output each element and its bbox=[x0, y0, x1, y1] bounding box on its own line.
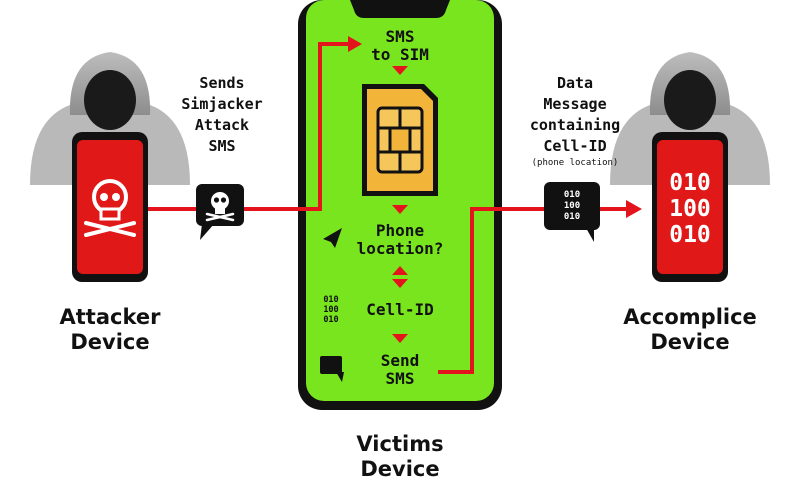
phone-notch bbox=[350, 0, 450, 18]
attacker-device-caption: Attacker Device bbox=[20, 305, 200, 355]
victim-device-caption: Victims Device bbox=[310, 432, 490, 482]
accomplice-caption-line1: Accomplice bbox=[623, 305, 757, 329]
cell-binary-row: 010 bbox=[323, 295, 339, 305]
cell-binary-row: 010 bbox=[323, 315, 339, 325]
step-arrow-down-3 bbox=[392, 279, 408, 288]
binary-message-bubble bbox=[544, 182, 600, 242]
step-arrow-down-1 bbox=[392, 66, 408, 75]
step-arrow-down-2 bbox=[392, 205, 408, 214]
cell-id-label: Cell-ID bbox=[366, 300, 434, 319]
bubble-binary-row: 010 bbox=[563, 190, 581, 200]
send-sms-line: SMS bbox=[385, 369, 415, 388]
attacker-device-screen bbox=[77, 140, 143, 274]
phone-location-line: location? bbox=[356, 239, 444, 258]
left-message-line: Simjacker bbox=[181, 95, 263, 113]
left-message-line: Attack bbox=[194, 116, 250, 134]
bubble-binary: 010 100 010 bbox=[544, 190, 600, 223]
attacker-caption-line2: Device bbox=[70, 330, 150, 354]
cell-id-binary: 010 100 010 bbox=[316, 295, 346, 325]
skull-message-bubble bbox=[196, 184, 244, 240]
accomplice-binary-row: 010 bbox=[669, 170, 711, 196]
send-sms-line: Send bbox=[380, 351, 420, 370]
sms-to-sim-line: SMS bbox=[385, 27, 415, 46]
victim-phone-screen bbox=[306, 0, 494, 401]
accomplice-device-screen bbox=[657, 140, 723, 274]
data-message-label: Data Message containing Cell-ID (phone l… bbox=[510, 73, 640, 169]
sim-card-icon bbox=[362, 84, 438, 196]
bubble-binary-row: 100 bbox=[563, 201, 581, 211]
location-arrow-icon bbox=[323, 228, 342, 248]
right-message-line: Cell-ID bbox=[543, 137, 607, 155]
phone-location-label: Phone location? bbox=[345, 222, 455, 258]
right-message-line: Message bbox=[543, 95, 607, 113]
left-message-line: Sends bbox=[199, 74, 245, 92]
arrow-head-to-sim bbox=[348, 36, 362, 52]
right-message-line: Data bbox=[556, 74, 594, 92]
accomplice-device-caption: Accomplice Device bbox=[600, 305, 780, 355]
accomplice-caption-line2: Device bbox=[650, 330, 730, 354]
bubble-binary-row: 010 bbox=[563, 212, 581, 222]
step-arrow-up-3 bbox=[392, 266, 408, 275]
send-sms-label: Send SMS bbox=[350, 352, 450, 388]
phone-location-note: (phone location) bbox=[531, 158, 619, 168]
right-message-line: containing bbox=[529, 116, 621, 134]
arrow-head-to-accomplice bbox=[626, 200, 642, 218]
sms-to-sim-label: SMS to SIM bbox=[350, 28, 450, 64]
left-message-line: SMS bbox=[208, 137, 236, 155]
accomplice-device-binary: 010 100 010 bbox=[657, 170, 723, 248]
accomplice-binary-row: 010 bbox=[669, 222, 711, 248]
chat-bubble-icon bbox=[320, 356, 344, 382]
accomplice-binary-row: 100 bbox=[669, 196, 711, 222]
attacker-caption-line1: Attacker bbox=[59, 305, 161, 329]
skull-icon bbox=[84, 179, 136, 237]
sms-to-sim-line: to SIM bbox=[371, 45, 429, 64]
victim-caption-line1: Victims bbox=[356, 432, 444, 456]
cell-binary-row: 100 bbox=[323, 305, 339, 315]
phone-location-line: Phone bbox=[375, 221, 425, 240]
step-arrow-down-4 bbox=[392, 334, 408, 343]
sends-attack-sms-label: Sends Simjacker Attack SMS bbox=[160, 73, 284, 157]
victim-caption-line2: Device bbox=[360, 457, 440, 481]
